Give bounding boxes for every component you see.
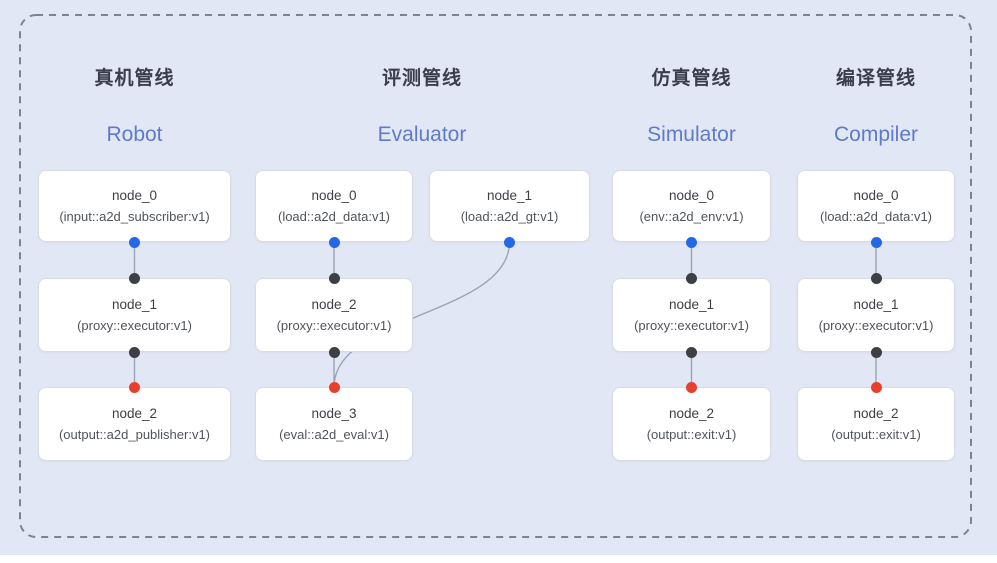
output-port-dot bbox=[129, 346, 140, 358]
node-box-compiler-node_2: node_2(output::exit:v1) bbox=[797, 387, 955, 461]
pipeline-title-zh-compiler: 编译管线 bbox=[835, 68, 916, 89]
output-port-dot bbox=[870, 346, 882, 358]
output-port-dot bbox=[129, 236, 140, 248]
input-port-dot bbox=[328, 272, 340, 284]
node-title: node_0 bbox=[668, 188, 715, 204]
node-box-robot-node_1: node_1(proxy::executor:v1) bbox=[38, 278, 231, 352]
pipeline-title-en-compiler: Compiler bbox=[833, 123, 919, 146]
node-title: node_1 bbox=[111, 297, 158, 313]
node-subtitle: (proxy::executor:v1) bbox=[276, 317, 392, 333]
node-title: node_0 bbox=[311, 188, 357, 204]
input-port-dot bbox=[686, 381, 697, 393]
output-port-dot bbox=[504, 236, 515, 248]
output-port-dot bbox=[686, 236, 697, 248]
node-subtitle: (env::a2d_env:v1) bbox=[639, 208, 744, 224]
pipeline-group-dashed-frame bbox=[19, 14, 972, 538]
input-port-dot bbox=[870, 381, 882, 393]
node-subtitle: (input::a2d_subscriber:v1) bbox=[59, 208, 210, 224]
node-title: node_2 bbox=[111, 406, 158, 422]
pipeline-title-zh-robot: 真机管线 bbox=[94, 68, 175, 89]
pipeline-title-en-robot: Robot bbox=[106, 123, 163, 146]
node-box-evaluator-node_1: node_1(load::a2d_gt:v1) bbox=[429, 170, 590, 242]
node-box-evaluator-node_3: node_3(eval::a2d_eval:v1) bbox=[255, 387, 413, 461]
pipeline-title-en-evaluator: Evaluator bbox=[377, 123, 467, 146]
input-port-dot bbox=[870, 272, 882, 284]
node-title: node_2 bbox=[668, 406, 715, 422]
node-subtitle: (load::a2d_gt:v1) bbox=[460, 208, 559, 224]
node-box-evaluator-node_2: node_2(proxy::executor:v1) bbox=[255, 278, 413, 352]
node-title: node_1 bbox=[853, 297, 899, 313]
edge-curve bbox=[333, 241, 511, 388]
node-box-compiler-node_0: node_0(load::a2d_data:v1) bbox=[797, 170, 955, 242]
node-title: node_2 bbox=[853, 406, 899, 422]
node-title: node_3 bbox=[311, 406, 357, 422]
node-subtitle: (output::a2d_publisher:v1) bbox=[58, 426, 211, 442]
node-title: node_1 bbox=[668, 297, 715, 313]
output-port-dot bbox=[686, 346, 697, 358]
node-subtitle: (load::a2d_data:v1) bbox=[819, 208, 933, 224]
output-port-dot bbox=[328, 346, 340, 358]
input-port-dot bbox=[129, 272, 140, 284]
node-box-simulator-node_2: node_2(output::exit:v1) bbox=[612, 387, 771, 461]
node-subtitle: (proxy::executor:v1) bbox=[634, 317, 749, 333]
node-title: node_1 bbox=[486, 188, 533, 204]
node-subtitle: (proxy::executor:v1) bbox=[77, 317, 192, 333]
node-box-compiler-node_1: node_1(proxy::executor:v1) bbox=[797, 278, 955, 352]
node-subtitle: (eval::a2d_eval:v1) bbox=[279, 426, 389, 442]
node-box-simulator-node_0: node_0(env::a2d_env:v1) bbox=[612, 170, 771, 242]
pipeline-title-en-simulator: Simulator bbox=[647, 123, 736, 146]
output-port-dot bbox=[870, 236, 882, 248]
node-box-robot-node_0: node_0(input::a2d_subscriber:v1) bbox=[38, 170, 231, 242]
input-port-dot bbox=[129, 381, 140, 393]
canvas-bottom-strip bbox=[0, 555, 997, 563]
pipeline-title-zh-evaluator: 评测管线 bbox=[381, 68, 462, 89]
node-title: node_2 bbox=[311, 297, 357, 313]
node-subtitle: (output::exit:v1) bbox=[646, 426, 737, 442]
node-subtitle: (load::a2d_data:v1) bbox=[277, 208, 391, 224]
input-port-dot bbox=[328, 381, 340, 393]
input-port-dot bbox=[686, 272, 697, 284]
node-subtitle: (output::exit:v1) bbox=[831, 426, 921, 442]
node-box-simulator-node_1: node_1(proxy::executor:v1) bbox=[612, 278, 771, 352]
node-title: node_0 bbox=[111, 188, 158, 204]
node-title: node_0 bbox=[853, 188, 899, 204]
output-port-dot bbox=[328, 236, 340, 248]
node-subtitle: (proxy::executor:v1) bbox=[818, 317, 934, 333]
pipeline-title-zh-simulator: 仿真管线 bbox=[651, 68, 732, 89]
node-box-evaluator-node_0: node_0(load::a2d_data:v1) bbox=[255, 170, 413, 242]
node-box-robot-node_2: node_2(output::a2d_publisher:v1) bbox=[38, 387, 231, 461]
